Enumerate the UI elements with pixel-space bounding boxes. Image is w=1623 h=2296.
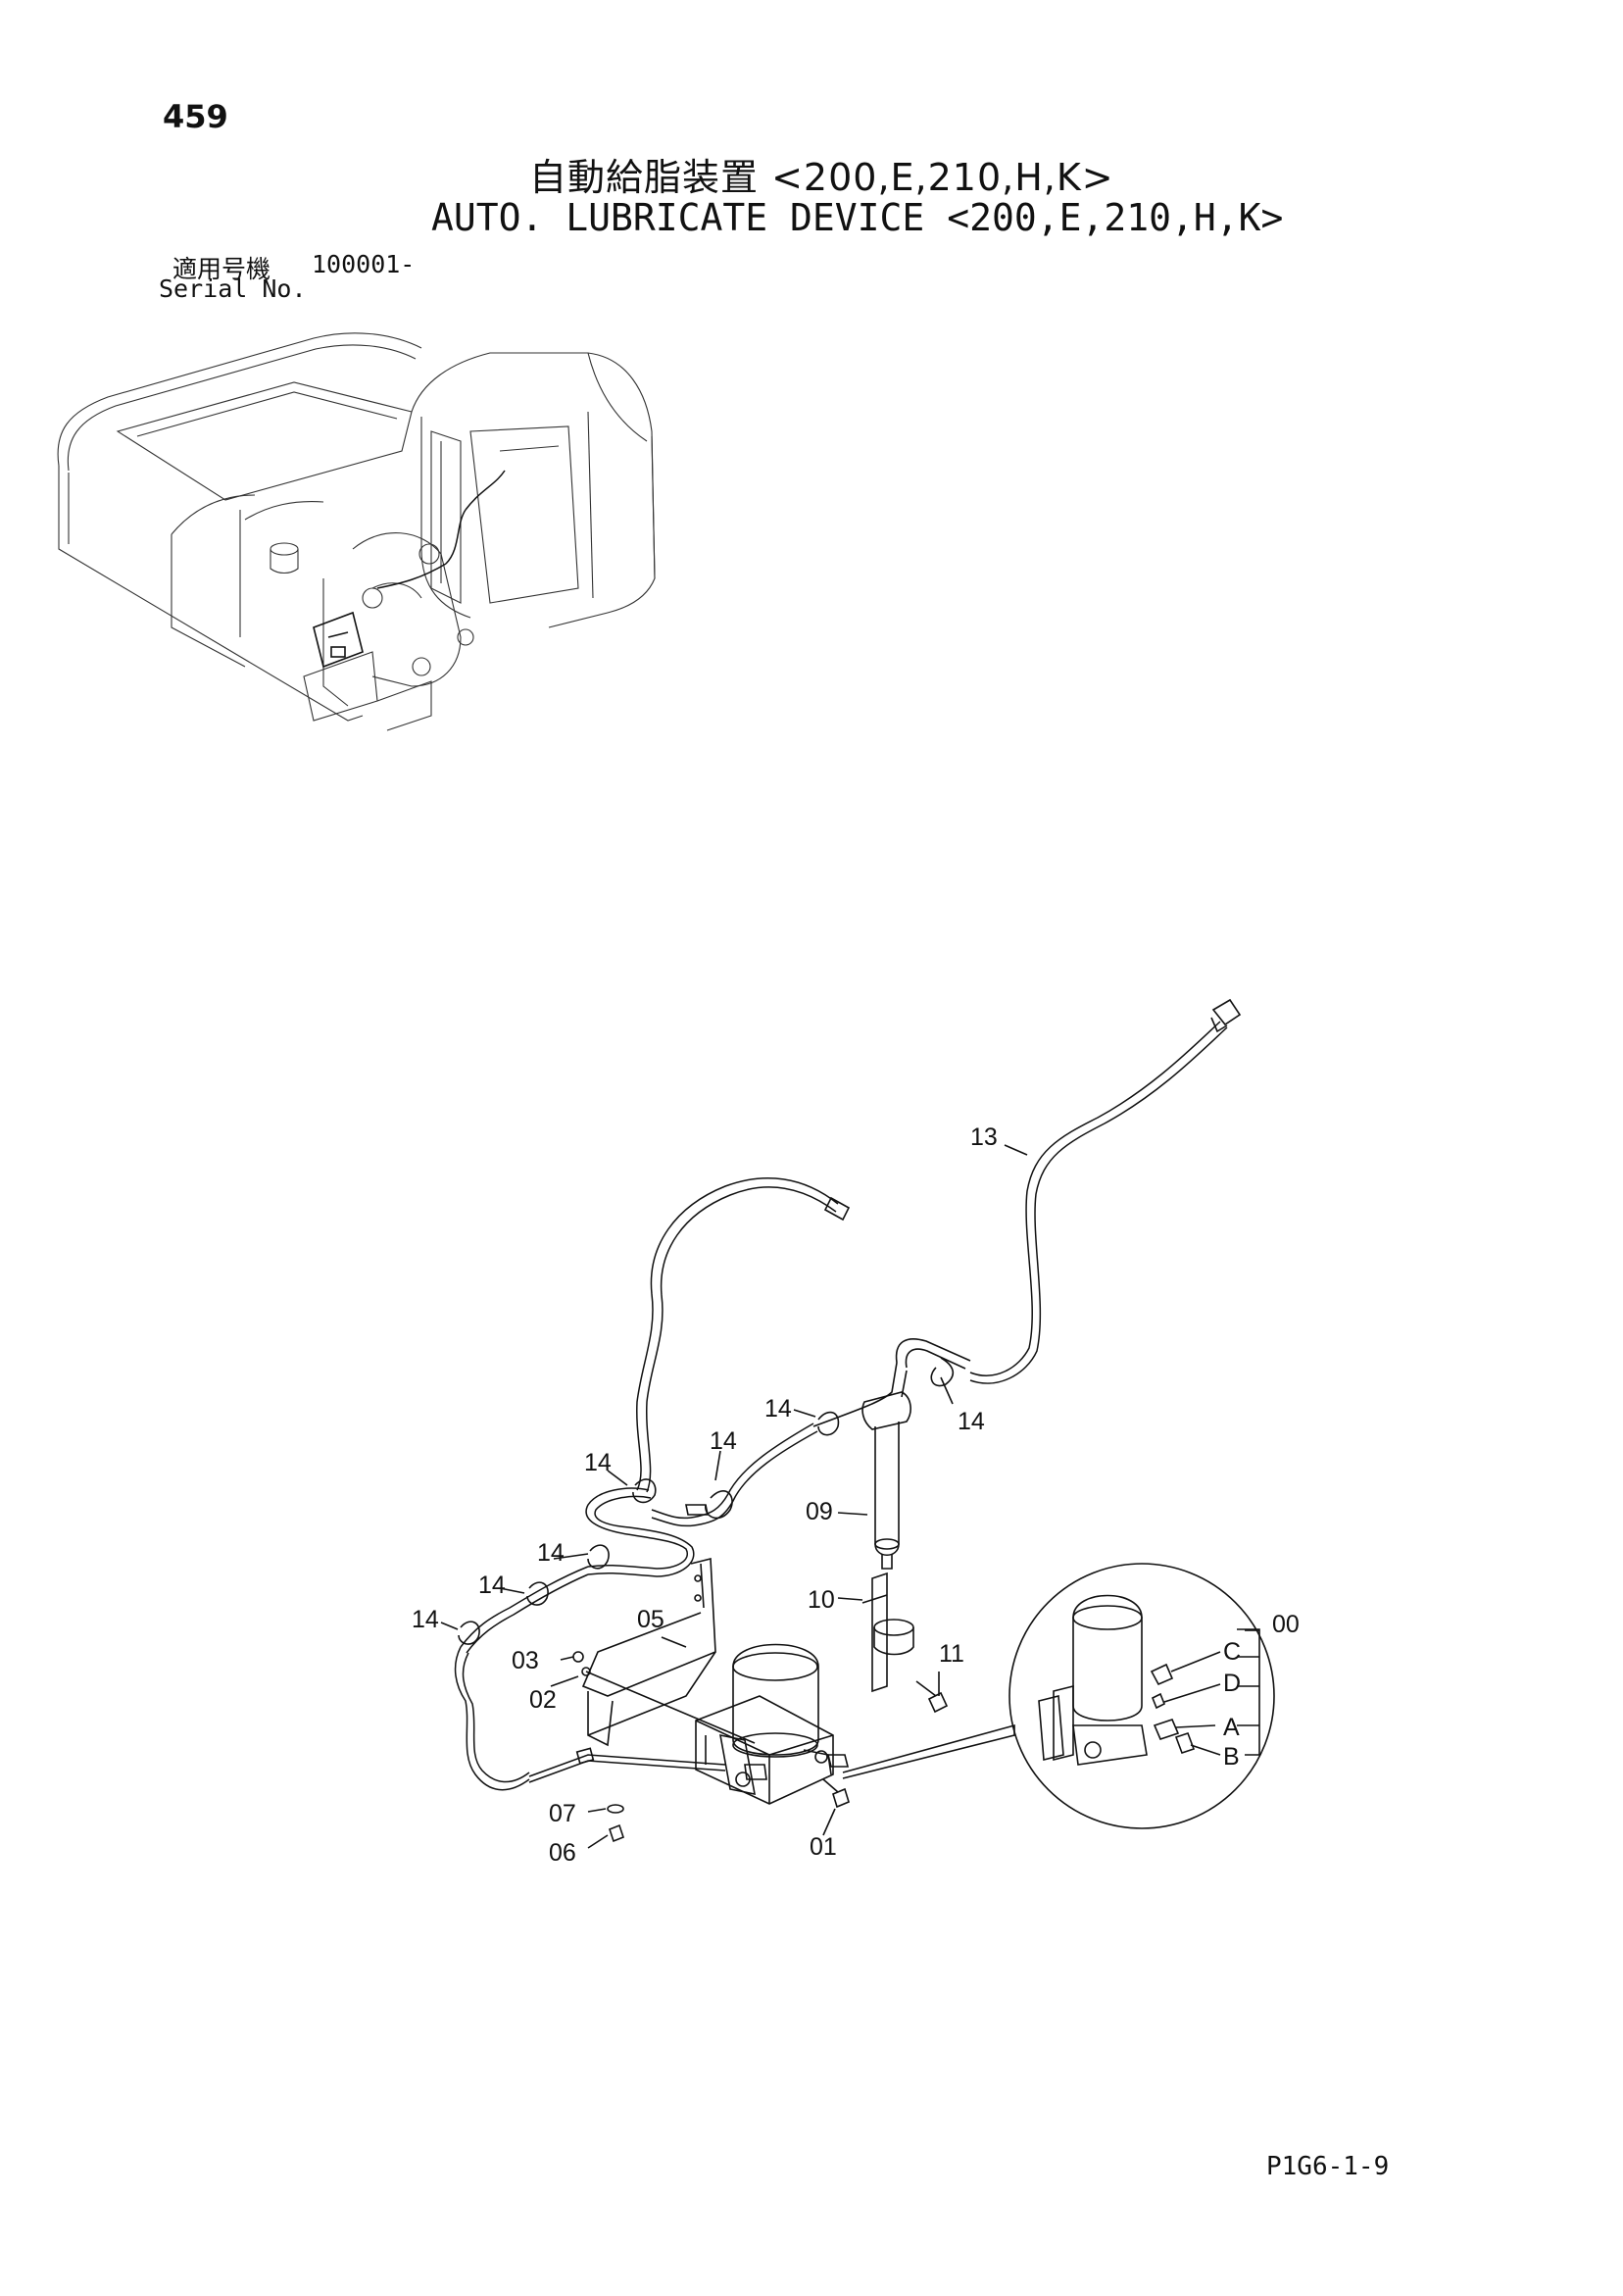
lubricator-parts-drawing <box>440 998 1275 1849</box>
page-code: P1G6-1-9 <box>1266 2152 1390 2181</box>
callout-14: 14 <box>537 1539 565 1567</box>
callout-10: 10 <box>808 1586 835 1614</box>
callout-00: 00 <box>1272 1611 1300 1638</box>
callout-07: 07 <box>549 1800 576 1827</box>
callout-01: 01 <box>810 1833 837 1861</box>
title-japanese: 自動給脂装置 <200,E,210,H,K> <box>529 156 1114 199</box>
callout-14: 14 <box>478 1572 506 1599</box>
callout-14: 14 <box>412 1606 439 1633</box>
callout-14: 14 <box>584 1449 612 1476</box>
callout-14: 14 <box>764 1395 792 1423</box>
excavator-overview-drawing <box>57 332 656 731</box>
callout-13: 13 <box>970 1123 998 1151</box>
callout-D: D <box>1223 1670 1241 1697</box>
callout-14: 14 <box>958 1408 985 1435</box>
callout-09: 09 <box>806 1498 833 1525</box>
callout-C: C <box>1223 1638 1241 1666</box>
detail-circle <box>1008 1563 1275 1829</box>
serial-label-japanese: 適用号機 <box>172 255 271 283</box>
serial-label-english: Serial No. <box>159 275 307 303</box>
callout-06: 06 <box>549 1839 576 1867</box>
callout-02: 02 <box>529 1686 557 1714</box>
callout-A: A <box>1223 1714 1240 1741</box>
serial-number-value: 100001- <box>312 250 416 278</box>
title-english: AUTO. LUBRICATE DEVICE <200,E,210,H,K> <box>431 196 1284 239</box>
callout-B: B <box>1223 1743 1240 1771</box>
callout-14: 14 <box>710 1427 737 1455</box>
callout-11: 11 <box>939 1640 964 1668</box>
callout-labels: 13 14 14 14 14 14 14 14 09 10 11 05 03 0… <box>412 1123 1300 1867</box>
page-number: 459 <box>163 98 228 135</box>
callout-05: 05 <box>637 1606 664 1633</box>
callout-03: 03 <box>512 1647 539 1674</box>
